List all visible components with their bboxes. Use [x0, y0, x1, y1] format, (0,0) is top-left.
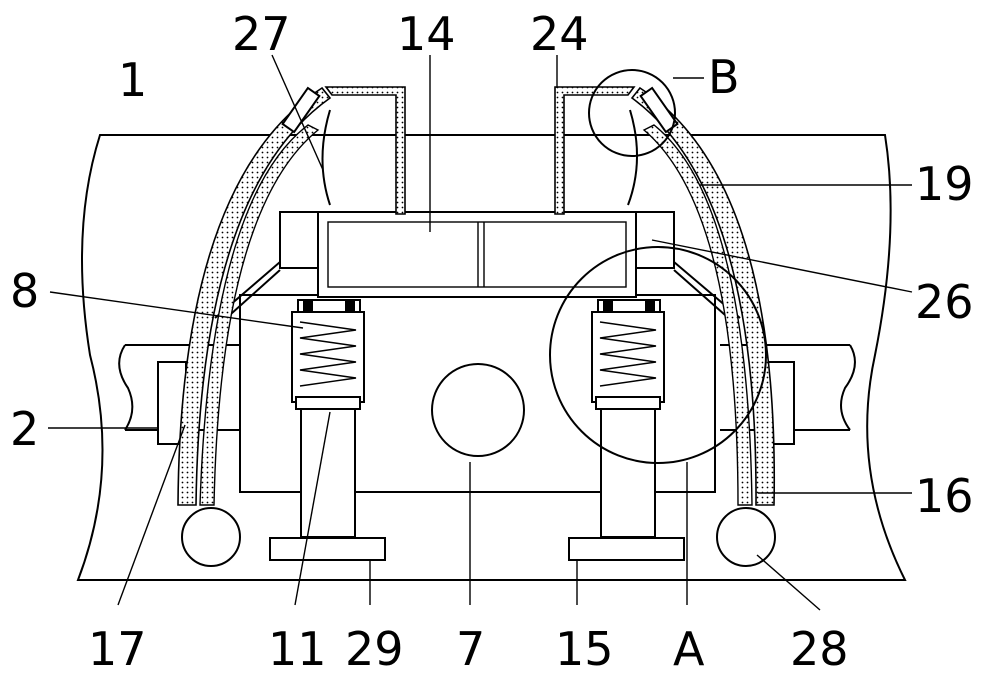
label-2: 2 [10, 402, 39, 456]
label-27: 27 [232, 7, 291, 61]
label-11: 11 [268, 622, 327, 676]
left-wheel [182, 508, 240, 566]
label-24: 24 [530, 7, 589, 61]
label-29: 29 [345, 622, 404, 676]
center-hole [432, 364, 524, 456]
label-8: 8 [10, 264, 39, 318]
label-a: A [673, 622, 705, 676]
label-28: 28 [790, 622, 849, 676]
label-14: 14 [397, 7, 456, 61]
label-16: 16 [915, 469, 974, 523]
label-17: 17 [88, 622, 147, 676]
label-1: 1 [118, 53, 147, 107]
label-19: 19 [915, 157, 974, 211]
top-block-left-ear [280, 212, 320, 268]
right-wheel [717, 508, 775, 566]
top-block-outer [318, 212, 636, 297]
label-15: 15 [555, 622, 614, 676]
label-b: B [708, 50, 740, 104]
label-7: 7 [456, 622, 485, 676]
label-26: 26 [915, 275, 974, 329]
